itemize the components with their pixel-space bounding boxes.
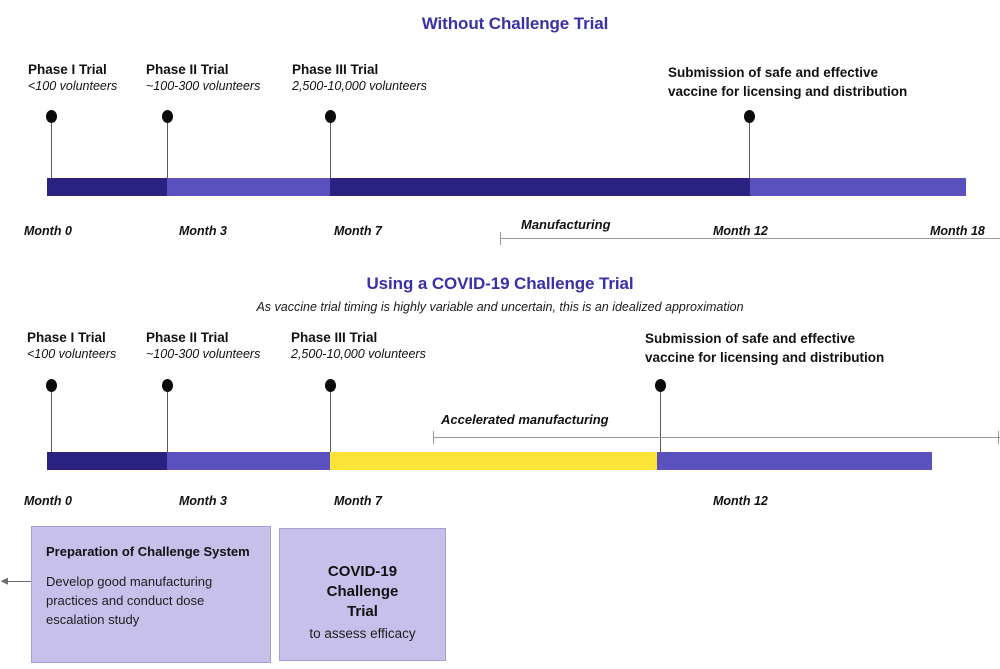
pin-marker-phase-2-bottom	[162, 379, 173, 452]
annotation-submission-bottom: Submission of safe and effective vaccine…	[645, 329, 884, 367]
annotation-phase-2-title: Phase II Trial	[146, 62, 229, 77]
annotation-phase-3-title: Phase III Trial	[292, 62, 379, 77]
box-preparation-of-challenge-system: Preparation of Challenge System Develop …	[31, 526, 271, 663]
pin-dot-icon	[162, 379, 173, 392]
pin-stem	[166, 123, 169, 179]
month-label-7: Month 7	[334, 494, 382, 508]
annotation-phase-3-sub: 2,500-10,000 volunteers	[292, 79, 427, 93]
annotation-phase-2-title: Phase II Trial	[146, 330, 229, 345]
annotation-phase-1-top: Phase I Trial <100 volunteers	[28, 61, 117, 95]
annotation-phase-1-title: Phase I Trial	[28, 62, 107, 77]
pin-dot-icon	[46, 110, 57, 123]
annotation-phase-2-sub: ~100-300 volunteers	[146, 347, 261, 361]
box-challenge-trial-heading-line-1: COVID-19 Challenge	[326, 563, 399, 600]
annotation-phase-1-title: Phase I Trial	[27, 330, 106, 345]
annotation-phase-1-sub: <100 volunteers	[27, 347, 117, 361]
pin-marker-submission-bottom	[655, 379, 666, 465]
timeline-bar-using-challenge	[47, 452, 932, 470]
month-label-3: Month 3	[179, 224, 227, 238]
month-label-18: Month 18	[930, 224, 985, 238]
pin-dot-icon	[744, 110, 755, 123]
bar-segment-phase-2	[167, 178, 330, 196]
month-label-12: Month 12	[713, 224, 768, 238]
pin-dot-icon	[655, 379, 666, 392]
annotation-phase-3-bottom: Phase III Trial 2,500-10,000 volunteers	[291, 329, 426, 363]
pin-stem	[748, 123, 751, 193]
bar-segment-phase-3	[330, 178, 750, 196]
pin-dot-icon	[162, 110, 173, 123]
annotation-phase-2-sub: ~100-300 volunteers	[146, 79, 261, 93]
annotation-submission-line-1: Submission of safe and effective	[668, 65, 879, 80]
pin-stem	[50, 392, 53, 452]
bracket-tick-end-accelerated	[998, 431, 1000, 444]
box-covid-19-challenge-trial: COVID-19 Challenge Trial to assess effic…	[279, 528, 446, 661]
pin-stem	[50, 123, 53, 179]
bracket-line-accelerated-manufacturing	[433, 437, 1000, 439]
annotation-phase-1-bottom: Phase I Trial <100 volunteers	[27, 329, 116, 363]
pin-marker-phase-2-top	[162, 110, 173, 179]
bar-segment-post-submission	[657, 452, 932, 470]
bar-segment-post-submission	[750, 178, 966, 196]
annotation-phase-2-bottom: Phase II Trial ~100-300 volunteers	[146, 329, 260, 363]
annotation-phase-2-top: Phase II Trial ~100-300 volunteers	[146, 61, 260, 95]
annotation-phase-3-top: Phase III Trial 2,500-10,000 volunteers	[292, 61, 427, 95]
annotation-phase-3-sub: 2,500-10,000 volunteers	[291, 347, 426, 361]
arrow-shaft	[5, 581, 32, 583]
month-label-12: Month 12	[713, 494, 768, 508]
month-label-7: Month 7	[334, 224, 382, 238]
arrow-left-icon	[0, 577, 8, 585]
pin-marker-phase-1-bottom	[46, 379, 57, 452]
annotation-submission-top: Submission of safe and effective vaccine…	[668, 63, 907, 101]
bracket-label-accelerated-manufacturing: Accelerated manufacturing	[441, 412, 609, 427]
annotation-phase-3-title: Phase III Trial	[291, 330, 378, 345]
bar-segment-challenge-trial	[330, 452, 657, 470]
annotation-submission-line-1: Submission of safe and effective	[645, 331, 856, 346]
pin-marker-phase-3-bottom	[325, 379, 336, 452]
pin-dot-icon	[46, 379, 57, 392]
bracket-label-manufacturing: Manufacturing	[521, 217, 611, 232]
pin-dot-icon	[325, 110, 336, 123]
pin-marker-submission-top	[744, 110, 755, 193]
annotation-submission-line-2: vaccine for licensing and distribution	[645, 350, 885, 365]
pin-marker-phase-3-top	[325, 110, 336, 179]
box-preparation-body: Develop good manufacturing practices and…	[46, 574, 213, 627]
pin-dot-icon	[325, 379, 336, 392]
pin-stem	[166, 392, 169, 452]
bar-segment-phase-2	[167, 452, 330, 470]
annotation-phase-1-sub: <100 volunteers	[28, 79, 118, 93]
pin-stem	[329, 392, 332, 452]
bracket-tick-start-manufacturing	[500, 232, 502, 245]
bracket-tick-start-accelerated	[433, 431, 435, 444]
section-title-without-challenge-trial: Without Challenge Trial	[421, 14, 609, 33]
month-label-0: Month 0	[24, 224, 72, 238]
box-challenge-trial-body: to assess efficacy	[309, 626, 416, 641]
box-challenge-trial-heading-line-2: Trial	[347, 603, 378, 620]
bracket-line-manufacturing	[500, 238, 1000, 240]
month-label-3: Month 3	[179, 494, 227, 508]
pin-marker-phase-1-top	[46, 110, 57, 179]
annotation-submission-line-2: vaccine for licensing and distribution	[668, 84, 908, 99]
bar-segment-phase-1	[47, 452, 167, 470]
section-subtitle-using-challenge-trial: As vaccine trial timing is highly variab…	[256, 300, 744, 314]
box-preparation-heading: Preparation of Challenge System	[46, 544, 250, 559]
month-label-0: Month 0	[24, 494, 72, 508]
pin-stem	[659, 392, 662, 465]
bar-segment-phase-1	[47, 178, 167, 196]
section-title-using-challenge-trial: Using a COVID-19 Challenge Trial	[366, 274, 634, 293]
timeline-bar-without-challenge	[47, 178, 966, 196]
pin-stem	[329, 123, 332, 179]
